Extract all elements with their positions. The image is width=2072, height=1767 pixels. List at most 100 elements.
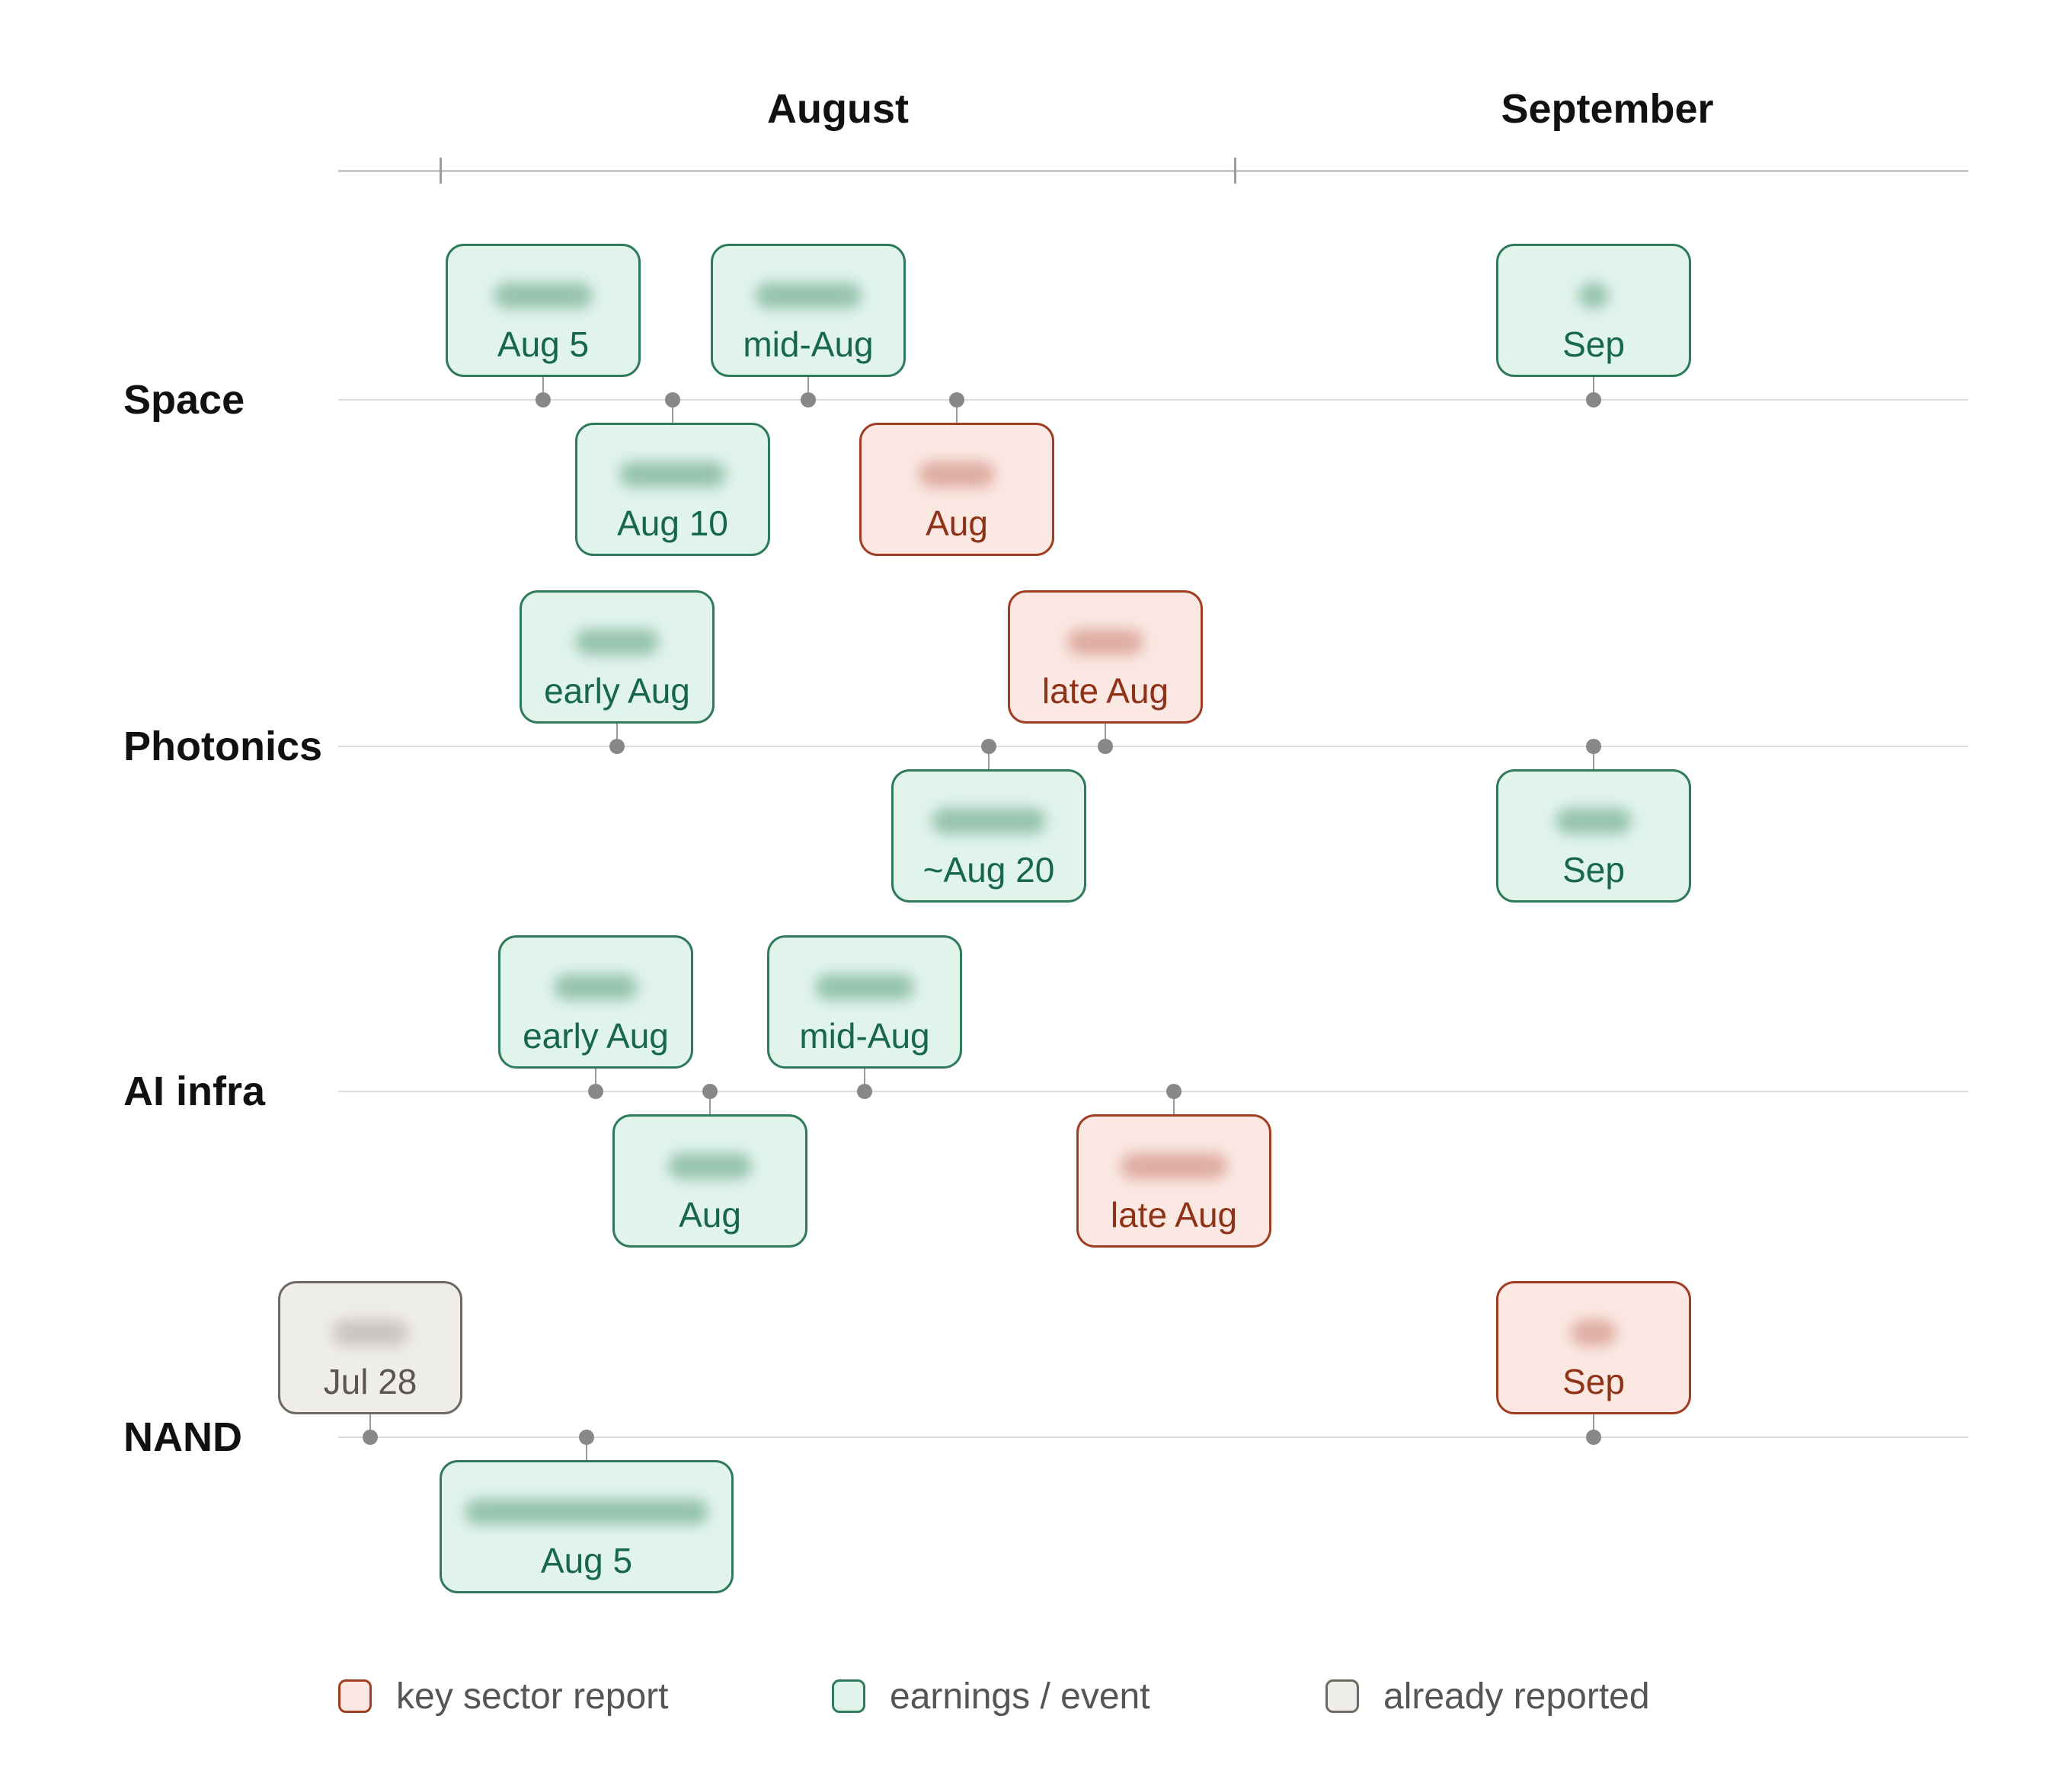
event-date: mid-Aug xyxy=(799,1016,930,1056)
legend-swatch-reported xyxy=(1325,1679,1359,1713)
legend-swatch-key xyxy=(338,1679,372,1713)
redacted-ticker xyxy=(1571,1320,1616,1346)
event-card-key: late Aug xyxy=(1076,1114,1271,1248)
timeline-axis xyxy=(338,170,1968,172)
event-connector xyxy=(807,377,809,400)
event-connector xyxy=(369,1414,371,1437)
event-marker xyxy=(665,392,680,407)
redacted-ticker xyxy=(1556,808,1632,834)
row-label-photonics: Photonics xyxy=(123,724,323,769)
event-marker xyxy=(801,392,816,407)
event-connector xyxy=(672,400,673,423)
legend-label: key sector report xyxy=(396,1676,669,1717)
event-date: late Aug xyxy=(1110,1195,1238,1235)
event-card-earnings: Sep xyxy=(1496,244,1691,377)
row-line xyxy=(338,399,1968,401)
month-label-september: September xyxy=(1501,86,1714,132)
event-date: early Aug xyxy=(544,671,690,711)
event-connector xyxy=(709,1091,711,1114)
redacted-ticker xyxy=(815,974,914,1000)
event-marker xyxy=(981,739,996,754)
event-marker xyxy=(579,1430,594,1445)
legend-already-reported: already reported xyxy=(1325,1676,1650,1717)
event-marker xyxy=(588,1084,603,1099)
event-card-key: late Aug xyxy=(1008,590,1203,724)
redacted-ticker xyxy=(465,1499,708,1525)
event-date: ~Aug 20 xyxy=(922,850,1055,890)
event-card-earnings: early Aug xyxy=(498,935,693,1069)
event-connector xyxy=(1105,724,1106,746)
event-marker xyxy=(1586,739,1601,754)
event-card-earnings: Sep xyxy=(1496,769,1691,903)
event-connector xyxy=(616,724,618,746)
event-connector xyxy=(956,400,958,423)
row-line xyxy=(338,746,1968,747)
redacted-ticker xyxy=(554,974,638,1000)
event-connector xyxy=(1593,1414,1594,1437)
event-date: Aug xyxy=(679,1195,741,1235)
redacted-ticker xyxy=(668,1153,752,1179)
event-marker xyxy=(702,1084,718,1099)
row-label-ai-infra: AI infra xyxy=(123,1069,266,1114)
event-connector xyxy=(586,1437,587,1460)
event-marker xyxy=(609,739,625,754)
event-marker xyxy=(1586,1430,1601,1445)
month-label-august: August xyxy=(767,86,909,132)
redacted-ticker xyxy=(1067,629,1143,655)
event-connector xyxy=(1593,746,1594,769)
redacted-ticker xyxy=(932,808,1046,834)
event-date: Sep xyxy=(1562,1362,1625,1401)
axis-tick xyxy=(1234,158,1236,184)
event-marker xyxy=(949,392,964,407)
event-connector xyxy=(864,1069,865,1091)
event-card-earnings: ~Aug 20 xyxy=(891,769,1086,903)
event-date: early Aug xyxy=(523,1016,669,1056)
event-date: Sep xyxy=(1562,324,1625,364)
axis-tick xyxy=(440,158,442,184)
row-line xyxy=(338,1091,1968,1092)
event-date: late Aug xyxy=(1041,671,1169,711)
event-card-reported: Jul 28 xyxy=(278,1281,462,1414)
redacted-ticker xyxy=(755,283,862,308)
event-marker xyxy=(1586,392,1601,407)
event-marker xyxy=(857,1084,872,1099)
legend-label: already reported xyxy=(1383,1676,1650,1717)
redacted-ticker xyxy=(332,1320,408,1346)
event-connector xyxy=(1173,1091,1175,1114)
legend-label: earnings / event xyxy=(890,1676,1150,1717)
row-line xyxy=(338,1436,1968,1438)
event-card-key: Aug xyxy=(859,423,1054,556)
redacted-ticker xyxy=(619,462,726,487)
event-date: Sep xyxy=(1562,850,1625,890)
event-card-earnings: mid-Aug xyxy=(767,935,962,1069)
event-card-key: Sep xyxy=(1496,1281,1691,1414)
event-connector xyxy=(1593,377,1594,400)
event-marker xyxy=(1166,1084,1181,1099)
event-card-earnings: Aug xyxy=(612,1114,807,1248)
event-connector xyxy=(988,746,990,769)
event-card-earnings: mid-Aug xyxy=(711,244,906,377)
event-date: Aug 5 xyxy=(497,324,590,364)
event-date: Aug xyxy=(926,503,988,543)
event-connector xyxy=(595,1069,596,1091)
row-label-nand: NAND xyxy=(123,1414,242,1460)
event-card-earnings: Aug 5 xyxy=(440,1460,734,1593)
legend-swatch-earnings xyxy=(832,1679,865,1713)
event-marker xyxy=(1098,739,1113,754)
event-marker xyxy=(363,1430,378,1445)
event-date: Aug 10 xyxy=(617,503,728,543)
redacted-ticker xyxy=(919,462,995,487)
redacted-ticker xyxy=(1578,283,1609,308)
event-marker xyxy=(536,392,551,407)
legend-key-sector-report: key sector report xyxy=(338,1676,668,1717)
row-label-space: Space xyxy=(123,377,245,423)
event-connector xyxy=(542,377,544,400)
redacted-ticker xyxy=(1121,1153,1227,1179)
event-card-earnings: early Aug xyxy=(520,590,715,724)
event-date: mid-Aug xyxy=(743,324,874,364)
event-date: Jul 28 xyxy=(323,1362,417,1401)
event-date: Aug 5 xyxy=(540,1541,633,1580)
event-card-earnings: Aug 10 xyxy=(575,423,770,556)
redacted-ticker xyxy=(575,629,659,655)
